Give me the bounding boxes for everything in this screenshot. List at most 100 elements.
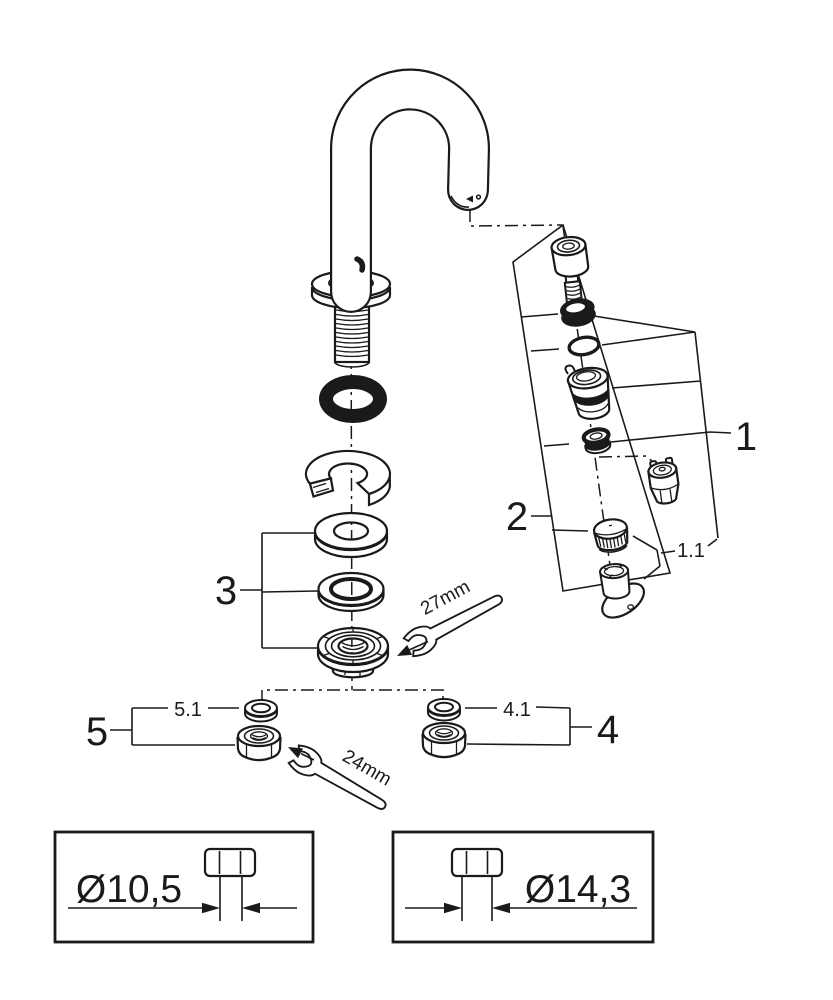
dimension-box-right: Ø14,3 bbox=[391, 830, 655, 944]
mounting-nut-ribs bbox=[323, 627, 383, 665]
handle-cup-inner bbox=[603, 565, 625, 577]
cartridge-sleeve bbox=[564, 364, 611, 420]
hex-adapter bbox=[647, 456, 680, 505]
lock-nut-small bbox=[581, 427, 612, 455]
adapter-facets bbox=[650, 483, 679, 503]
group-1-1-bracket bbox=[632, 535, 718, 580]
callout-2: 2 bbox=[506, 495, 528, 539]
spout-tube bbox=[330, 68, 490, 313]
cap-thread-ticks bbox=[597, 532, 627, 549]
right-dim-arrow-in bbox=[444, 902, 462, 914]
union-nut-left bbox=[236, 724, 282, 762]
callout-4: 4 bbox=[597, 708, 619, 752]
adapter-branch-centerline bbox=[598, 455, 659, 467]
tube-mouth-line bbox=[450, 195, 470, 208]
lock-nut-top bbox=[581, 427, 611, 445]
group-4-lines bbox=[465, 706, 592, 746]
sleeve-tab bbox=[564, 364, 576, 375]
sleeve-top-ring3 bbox=[575, 371, 597, 382]
callout-1-1: 1.1 bbox=[677, 540, 705, 562]
c-clip bbox=[304, 449, 392, 507]
group-2-outline bbox=[512, 223, 672, 592]
wrench-24mm: 24mm bbox=[286, 741, 395, 820]
lock-nut-rim bbox=[584, 440, 612, 455]
group-1-1-ticks bbox=[632, 535, 718, 580]
handle-piece bbox=[598, 563, 645, 619]
union-nut-right bbox=[421, 721, 467, 759]
group-3-lines bbox=[240, 532, 319, 649]
handle-screw-hole bbox=[627, 604, 635, 610]
callout-1: 1 bbox=[735, 415, 757, 459]
group-5-lines bbox=[110, 707, 239, 746]
wrench-27mm-arrowhead bbox=[397, 644, 412, 656]
mounting-nut-face bbox=[316, 626, 390, 666]
union-washer-left bbox=[244, 699, 278, 723]
left-nut-drawing bbox=[203, 847, 257, 878]
washer-large bbox=[313, 511, 389, 559]
adapter-top-inner bbox=[652, 464, 672, 476]
sleeve-top-ring2 bbox=[571, 369, 602, 386]
right-nut-facets bbox=[465, 851, 489, 874]
c-clip-hatching bbox=[312, 482, 330, 494]
group-3-bracket bbox=[240, 532, 319, 649]
tube-fill bbox=[332, 70, 488, 311]
group-2-ticks bbox=[520, 313, 589, 532]
cap-dome bbox=[592, 518, 628, 540]
shank-bottom-edge bbox=[334, 361, 370, 368]
threaded-shank bbox=[333, 302, 371, 368]
lock-nut-hole bbox=[589, 432, 603, 440]
sleeve-dark-band bbox=[573, 388, 609, 406]
group-1-ticks bbox=[593, 315, 732, 443]
aerator-mark-triangle bbox=[466, 195, 473, 203]
wrench-27mm-arrow-line bbox=[408, 640, 429, 651]
washer-large-face bbox=[313, 511, 389, 551]
callout-5: 5 bbox=[86, 710, 108, 754]
callout-5-1: 5.1 bbox=[174, 699, 202, 721]
group-4-bracket bbox=[465, 706, 592, 746]
mounting-nut-ring2 bbox=[330, 634, 376, 658]
group-1-box bbox=[593, 315, 732, 539]
right-dim-value: Ø14,3 bbox=[525, 868, 631, 911]
group-1-edge bbox=[694, 331, 719, 539]
callout-3: 3 bbox=[215, 569, 237, 613]
union-washer-right bbox=[427, 698, 461, 722]
tube-black-mark bbox=[354, 256, 366, 273]
dome-seal bbox=[559, 298, 596, 327]
sleeve-bottom-rim bbox=[577, 403, 609, 413]
group-5-bracket bbox=[110, 707, 239, 746]
wrench-27mm: 27mm bbox=[397, 576, 509, 661]
cartridge-top-piece bbox=[550, 235, 590, 305]
cap-bottom-rim bbox=[598, 544, 628, 553]
mounting-nut-bore-threads bbox=[341, 641, 365, 651]
cartridge-stub-threads bbox=[566, 284, 581, 300]
callout-4-1: 4.1 bbox=[503, 699, 531, 721]
c-clip-end-face bbox=[308, 477, 335, 498]
dimension-box-right-border bbox=[391, 830, 655, 944]
threaded-cap bbox=[592, 518, 629, 553]
mounting-nut bbox=[316, 626, 390, 679]
right-dim-arrow-out bbox=[492, 902, 510, 914]
adapter-pin bbox=[658, 466, 666, 472]
cartridge-top-ring3 bbox=[562, 242, 575, 250]
c-clip-top-face bbox=[304, 449, 392, 496]
left-dim-arrow-in bbox=[202, 902, 220, 914]
lock-nut-band bbox=[583, 434, 610, 450]
spout-assembly bbox=[310, 68, 490, 368]
wrench-24mm-arrowhead bbox=[288, 747, 303, 759]
cartridge-top-ring2 bbox=[556, 239, 581, 253]
washer-rubber-inner-ring bbox=[329, 577, 373, 601]
handle-castellations bbox=[603, 563, 623, 578]
left-nut-facets bbox=[218, 851, 242, 874]
dimension-box-left-border bbox=[53, 830, 315, 944]
o-ring-small bbox=[567, 335, 601, 357]
right-nut-drawing bbox=[450, 847, 504, 878]
wrench-24mm-arrow-line bbox=[300, 752, 315, 761]
cap-dome-seam bbox=[594, 524, 627, 536]
o-ring-large bbox=[319, 375, 387, 423]
right-pipe bbox=[461, 876, 493, 921]
aerator-mark-dot bbox=[475, 194, 482, 200]
washer-rubber bbox=[317, 571, 385, 613]
left-pipe bbox=[219, 876, 243, 921]
